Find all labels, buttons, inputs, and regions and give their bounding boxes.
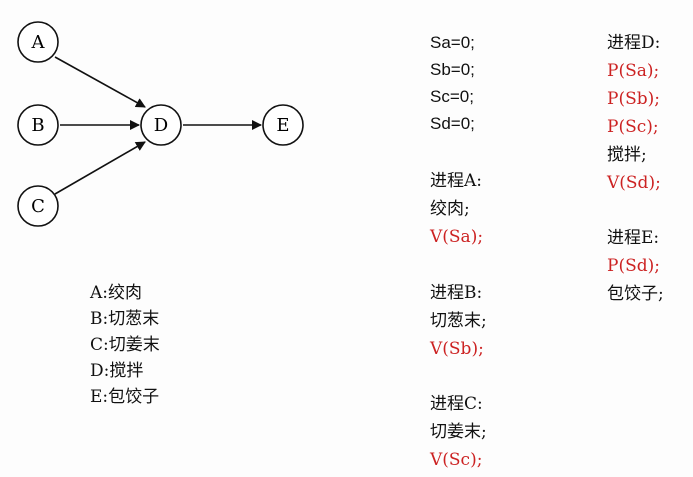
node-a-label: A bbox=[31, 32, 46, 53]
node-b: B bbox=[17, 104, 59, 146]
node-a: A bbox=[17, 21, 59, 63]
legend-d: D:搅拌 bbox=[90, 361, 144, 381]
node-d: D bbox=[140, 104, 182, 146]
edge-c-d bbox=[54, 141, 146, 195]
process-b-line-2: V(Sb); bbox=[430, 339, 484, 359]
init-sa: Sa=0; bbox=[430, 33, 475, 52]
process-a-title: 进程A: bbox=[430, 171, 483, 191]
process-e-line-2: 包饺子; bbox=[607, 284, 664, 304]
node-e: E bbox=[262, 104, 304, 146]
process-a-line-2: V(Sa); bbox=[430, 227, 484, 247]
node-d-label: D bbox=[154, 115, 168, 136]
process-d-line-4: 搅拌; bbox=[607, 145, 647, 165]
process-a-line-1: 绞肉; bbox=[430, 199, 470, 219]
legend-c: C:切姜末 bbox=[90, 335, 160, 355]
process-b-title: 进程B: bbox=[430, 283, 483, 303]
node-c-label: C bbox=[31, 196, 45, 217]
process-c-line-2: V(Sc); bbox=[430, 450, 483, 470]
node-c: C bbox=[17, 185, 59, 227]
init-sc: Sc=0; bbox=[430, 87, 474, 106]
process-d-line-2: P(Sb); bbox=[607, 89, 660, 109]
process-d-line-1: P(Sa); bbox=[607, 61, 660, 81]
process-e-title: 进程E: bbox=[607, 228, 660, 248]
process-c-title: 进程C: bbox=[430, 394, 483, 414]
process-e-line-1: P(Sd); bbox=[607, 256, 660, 276]
process-d-line-3: P(Sc); bbox=[607, 117, 659, 137]
init-sd: Sd=0; bbox=[430, 114, 475, 133]
precedence-graph: A B C D E bbox=[17, 21, 304, 227]
init-sb: Sb=0; bbox=[430, 60, 475, 79]
node-e-label: E bbox=[276, 115, 289, 136]
legend-b: B:切葱末 bbox=[90, 309, 160, 329]
node-b-label: B bbox=[31, 115, 44, 136]
legend-a: A:绞肉 bbox=[90, 283, 143, 303]
process-d-title: 进程D: bbox=[607, 33, 661, 53]
process-c-line-1: 切姜末; bbox=[430, 422, 487, 442]
legend-e: E:包饺子 bbox=[90, 387, 160, 407]
edge-a-d bbox=[54, 56, 146, 108]
process-d-line-5: V(Sd); bbox=[607, 173, 661, 193]
process-b-line-1: 切葱末; bbox=[430, 311, 487, 331]
